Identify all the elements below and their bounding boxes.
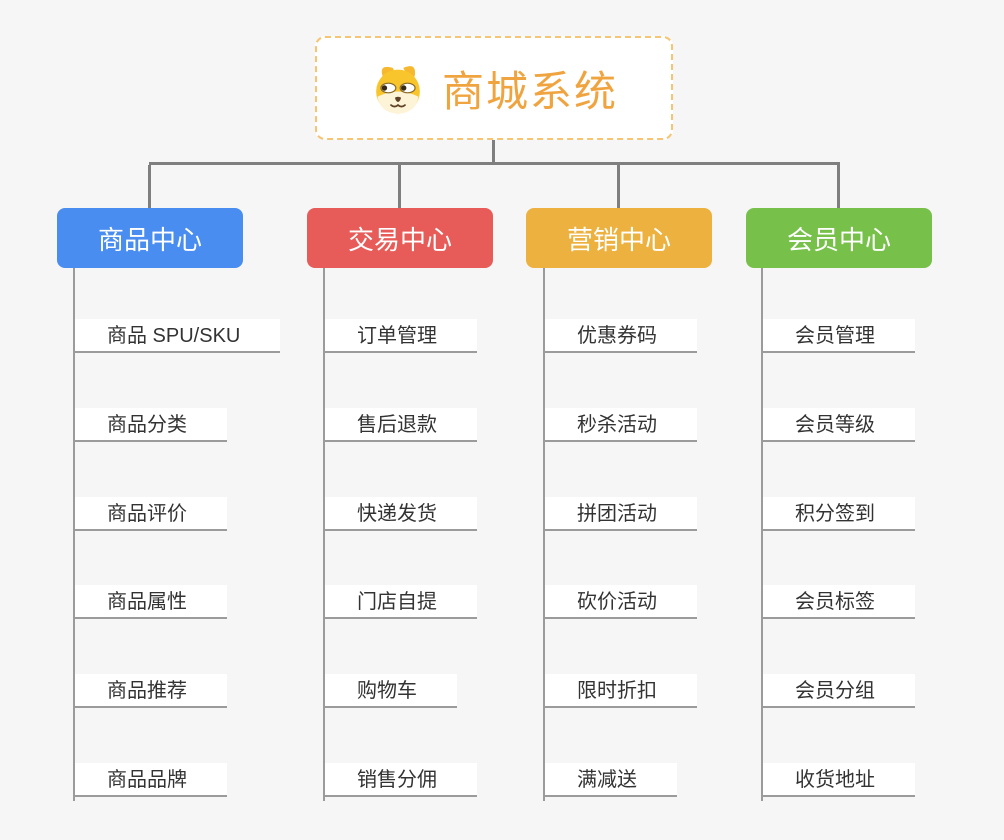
- leaf-node[interactable]: 快递发货: [323, 497, 477, 531]
- leaf-node[interactable]: 购物车: [323, 674, 457, 708]
- branch-drop-connector: [398, 165, 401, 208]
- branch-spine-line: [323, 268, 325, 801]
- branch-label: 交易中心: [347, 224, 452, 255]
- branch-node-marketing-center[interactable]: 营销中心: [526, 208, 712, 268]
- branch-spine-line: [73, 268, 75, 801]
- leaf-node[interactable]: 售后退款: [323, 408, 477, 442]
- dog-face-icon: [376, 66, 420, 114]
- leaf-node[interactable]: 商品分类: [73, 408, 227, 442]
- leaf-node[interactable]: 商品推荐: [73, 674, 227, 708]
- leaf-node[interactable]: 会员等级: [761, 408, 915, 442]
- branch-node-trade-center[interactable]: 交易中心: [307, 208, 493, 268]
- branch-bus-connector: [149, 162, 840, 165]
- leaf-node[interactable]: 收货地址: [761, 763, 915, 797]
- leaf-node[interactable]: 销售分佣: [323, 763, 477, 797]
- leaf-node[interactable]: 商品品牌: [73, 763, 227, 797]
- leaf-node[interactable]: 商品属性: [73, 585, 227, 619]
- leaf-node[interactable]: 商品 SPU/SKU: [73, 319, 281, 353]
- leaf-node[interactable]: 商品评价: [73, 497, 227, 531]
- branch-label: 会员中心: [786, 224, 891, 255]
- branch-spine-line: [543, 268, 545, 801]
- root-stem-connector: [492, 140, 495, 162]
- root-node[interactable]: 商城系统: [315, 36, 673, 140]
- branch-drop-connector: [617, 165, 620, 208]
- branch-spine-line: [761, 268, 763, 801]
- leaf-node[interactable]: 满减送: [543, 763, 677, 797]
- branch-label: 营销中心: [566, 224, 671, 255]
- leaf-node[interactable]: 优惠券码: [543, 319, 697, 353]
- leaf-node[interactable]: 会员管理: [761, 319, 915, 353]
- leaf-node[interactable]: 会员分组: [761, 674, 915, 708]
- branch-node-member-center[interactable]: 会员中心: [746, 208, 932, 268]
- root-title: 商城系统: [441, 67, 618, 115]
- leaf-node[interactable]: 会员标签: [761, 585, 915, 619]
- branch-drop-connector: [148, 165, 151, 208]
- branch-drop-connector: [837, 165, 840, 208]
- leaf-node[interactable]: 秒杀活动: [543, 408, 697, 442]
- leaf-node[interactable]: 门店自提: [323, 585, 477, 619]
- leaf-node[interactable]: 订单管理: [323, 319, 477, 353]
- leaf-node[interactable]: 拼团活动: [543, 497, 697, 531]
- leaf-node[interactable]: 限时折扣: [543, 674, 697, 708]
- leaf-node[interactable]: 砍价活动: [543, 585, 697, 619]
- branch-label: 商品中心: [97, 224, 202, 255]
- branch-node-product-center[interactable]: 商品中心: [57, 208, 243, 268]
- leaf-node[interactable]: 积分签到: [761, 497, 915, 531]
